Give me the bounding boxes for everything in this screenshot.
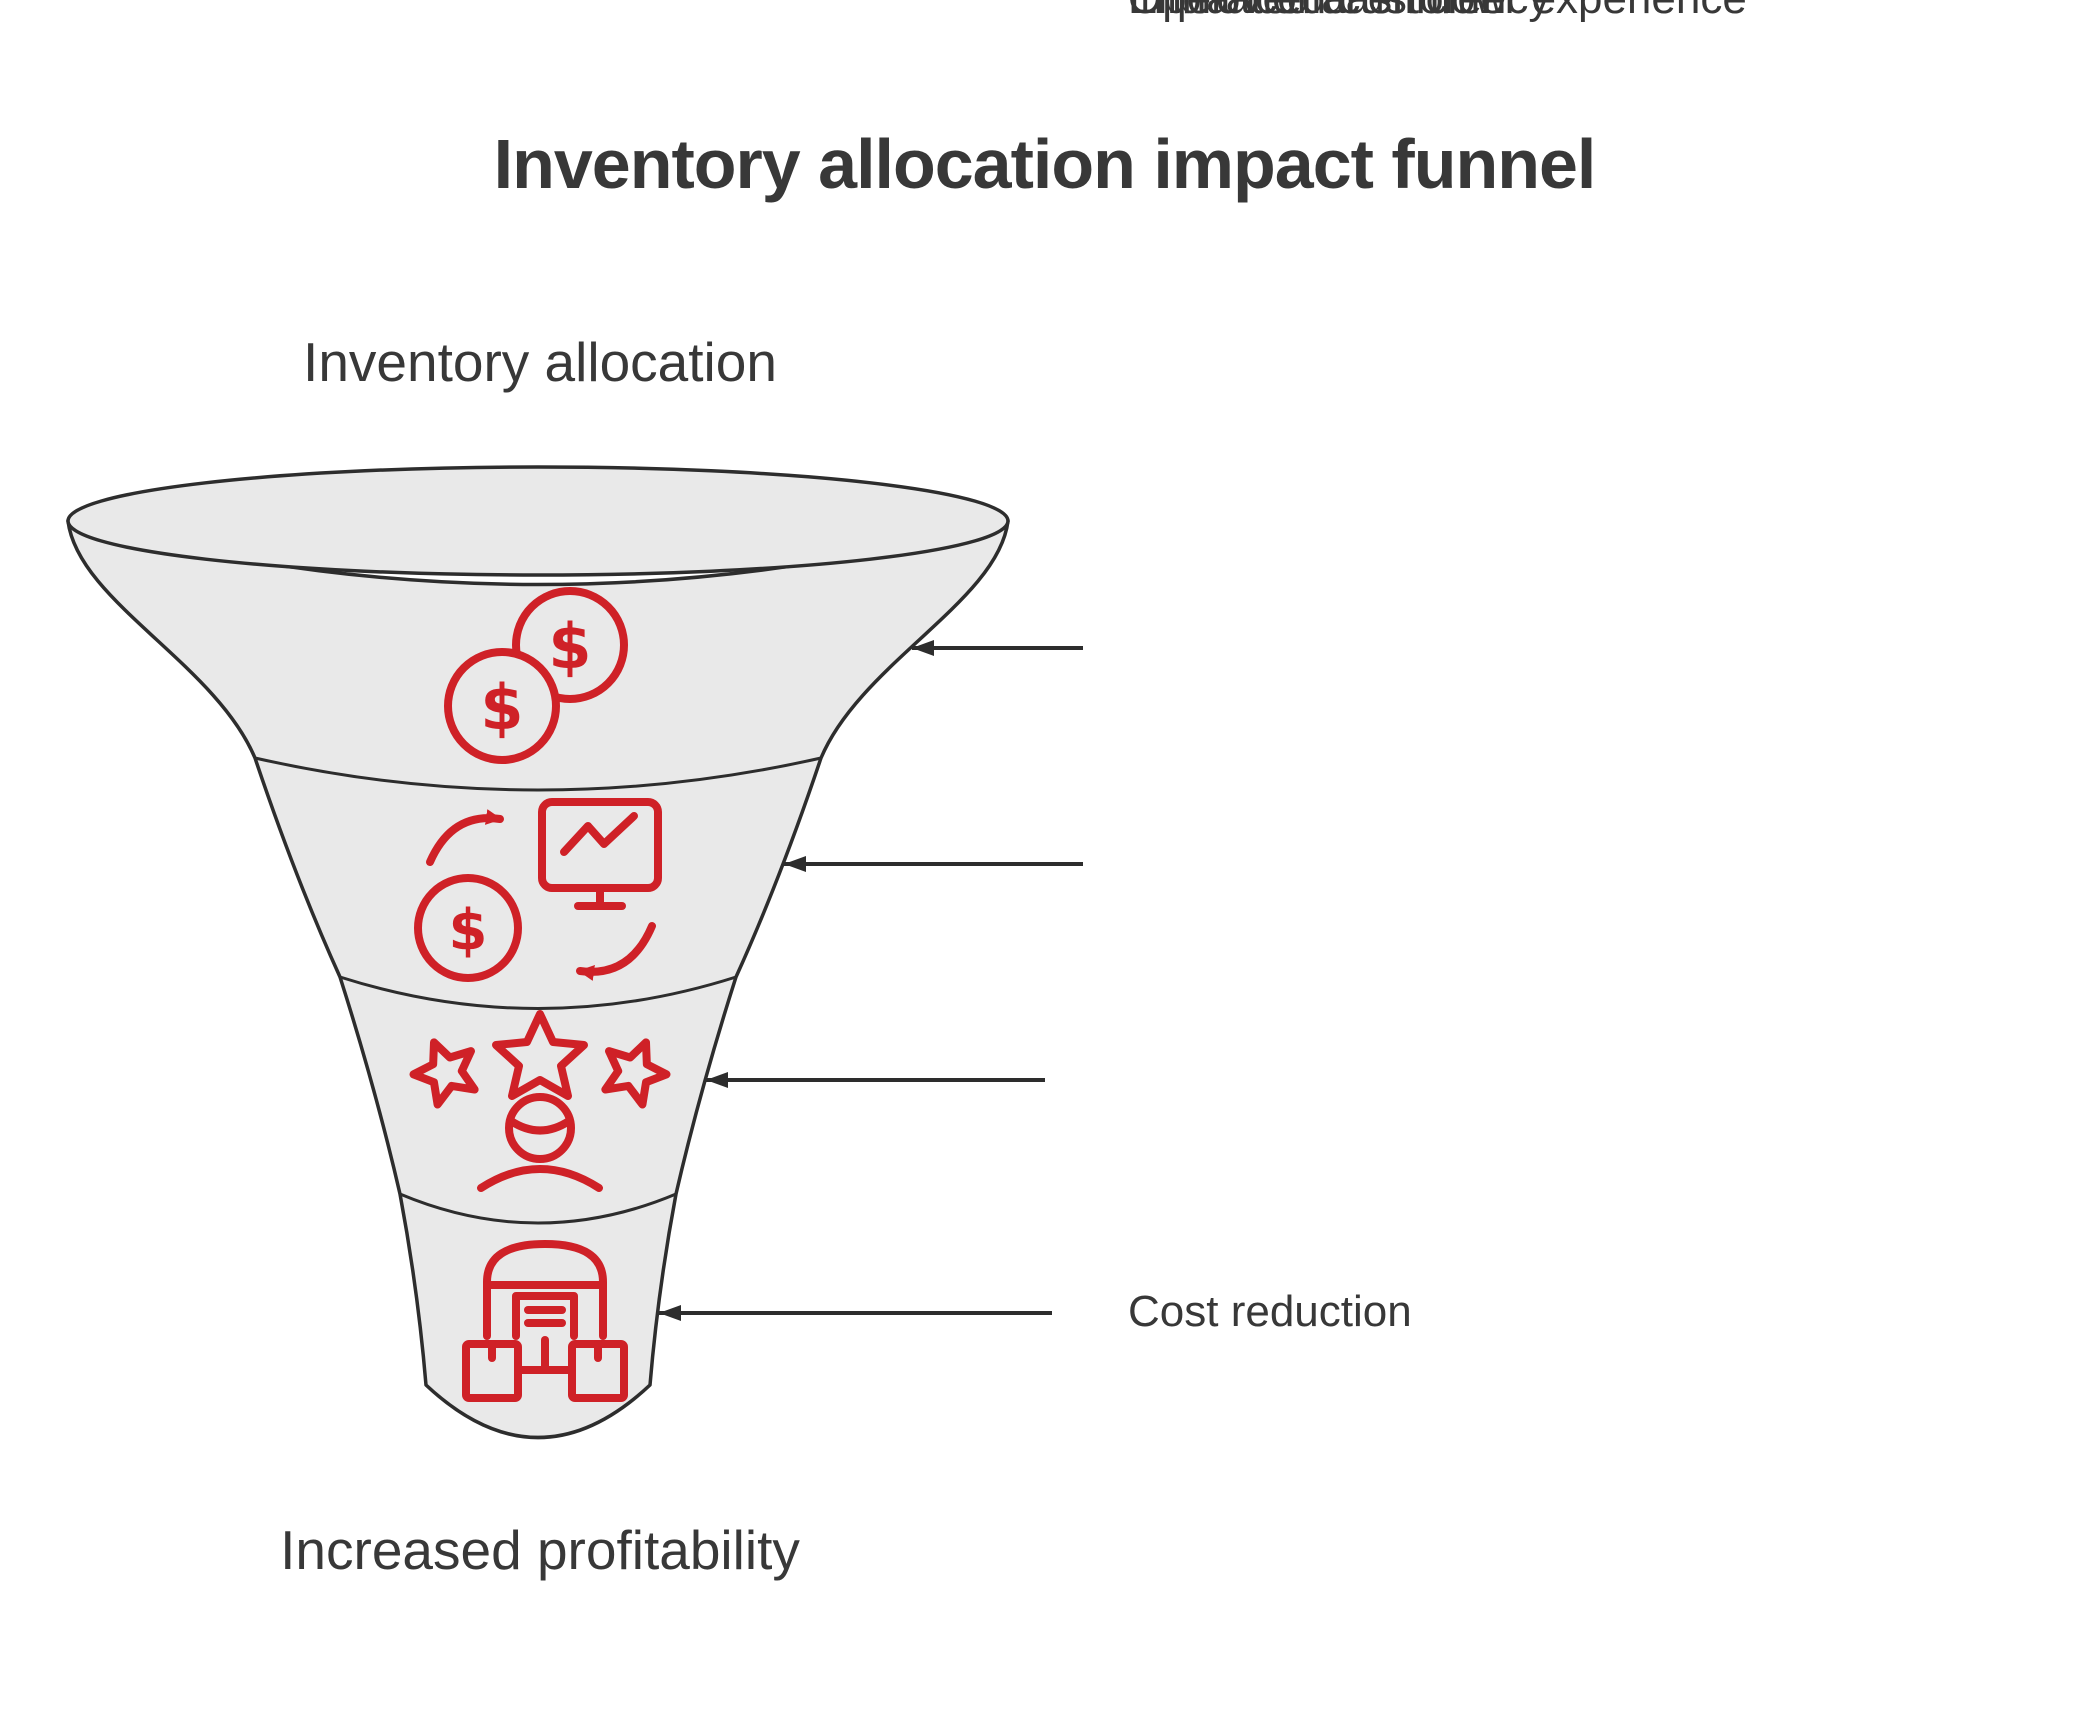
funnel-separator-1: [254, 756, 822, 792]
customer-rating-icon: [409, 1010, 671, 1192]
funnel-separator-3: [399, 1192, 677, 1225]
dollar-glyph: $: [480, 671, 523, 744]
dollar-glyph: $: [548, 610, 591, 683]
funnel-separator-2: [339, 975, 737, 1010]
funnel-input-label: Inventory allocation: [303, 331, 777, 393]
funnel-output-label: Increased profitability: [280, 1519, 800, 1581]
dollar-coins-icon: $ $: [444, 587, 628, 764]
stage-label-operational-efficiency: Operational efficiency: [1128, 0, 1550, 24]
stage-label-enhanced-customer-experience: Enhanced customer experience: [1128, 0, 1747, 24]
warehouse-distribution-icon: [462, 1240, 628, 1402]
page-title: Inventory allocation impact funnel: [493, 125, 1597, 203]
cash-flow-icon: $: [414, 798, 662, 982]
funnel-mouth: [66, 465, 1010, 577]
dollar-glyph: $: [449, 898, 488, 963]
stage-label-cost-reduction: Cost reduction: [1128, 1287, 1412, 1336]
stage-label-improved-cash-flow: Improved cash flow: [1128, 0, 1507, 24]
